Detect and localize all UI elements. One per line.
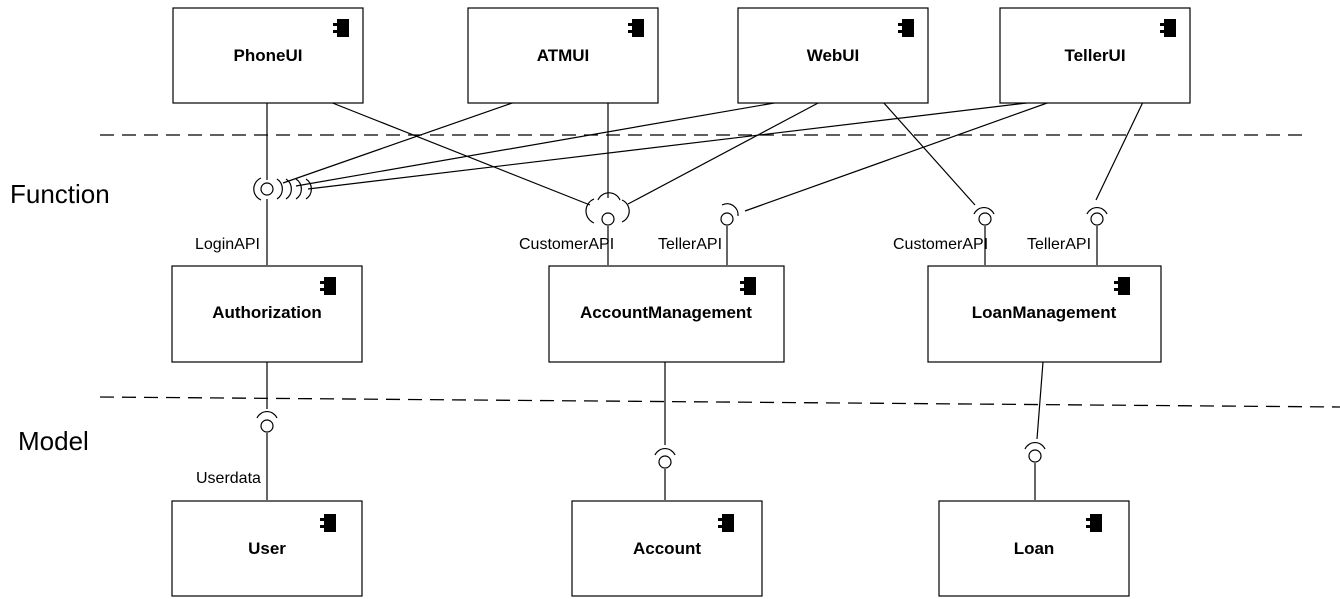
interface-label-account-customerapi: CustomerAPI [519,236,614,253]
socket-icon [585,198,595,224]
component-authorization[interactable]: Authorization [171,265,363,363]
connector-webui-loginapi [295,101,781,187]
socket-icon [973,206,995,215]
component-label: Loan [1014,539,1055,558]
lollipop-icon [658,455,672,469]
component-loanmanagement[interactable]: LoanManagement [927,265,1162,363]
socket-icon [253,177,262,201]
component-label: PhoneUI [234,46,303,65]
lollipop-icon [720,212,734,226]
connector-lines [266,101,1144,500]
model-layer-separator [99,396,1340,408]
component-account[interactable]: Account [571,500,763,597]
socket-icon [654,447,676,456]
provided-interface-balls [260,182,1104,469]
component-atmui[interactable]: ATMUI [467,7,659,104]
component-label: TellerUI [1064,46,1125,65]
connector-webui-customerapi [627,101,821,205]
connector-webui-loan-customerapi [882,101,976,206]
socket-icon [305,178,312,200]
socket-icon [1086,206,1108,215]
component-user[interactable]: User [171,500,363,597]
component-tellerui[interactable]: TellerUI [999,7,1191,104]
component-accountmanagement[interactable]: AccountManagement [548,265,785,363]
required-interface-sockets [253,177,1108,456]
interface-label-loan-customerapi: CustomerAPI [893,236,988,253]
connector-tellerui-account-tellerapi [744,101,1051,212]
interface-label-userdata: Userdata [196,470,261,487]
layer-label-function: Function [10,179,110,209]
component-label: WebUI [807,46,860,65]
layer-label-model: Model [18,426,89,456]
component-webui[interactable]: WebUI [737,7,929,104]
socket-icon [285,178,292,200]
component-label: Authorization [212,303,322,322]
socket-icon [597,192,621,201]
component-phoneui[interactable]: PhoneUI [172,7,364,104]
socket-icon [621,199,630,223]
interface-label-loginapi: LoginAPI [195,236,260,253]
lollipop-icon [1090,212,1104,226]
interface-label-account-tellerapi: TellerAPI [658,236,722,253]
socket-icon [721,203,739,217]
component-label: AccountManagement [580,303,752,322]
component-loan[interactable]: Loan [938,500,1130,597]
socket-icon [256,410,278,419]
socket-icon [276,178,283,200]
socket-icon [295,178,302,200]
lollipop-icon [1028,449,1042,463]
component-label: ATMUI [537,46,590,65]
lollipop-icon [260,182,274,196]
interface-label-loan-tellerapi: TellerAPI [1027,236,1091,253]
lollipop-icon [601,212,615,226]
connector-tellerui-loan-tellerapi [1095,101,1144,201]
lollipop-icon [260,419,274,433]
connector-loanmanagement-loan [1036,361,1044,440]
connector-phoneui-customerapi [329,101,591,206]
component-label: LoanManagement [972,303,1117,322]
connector-tellerui-loginapi [307,101,1036,190]
lollipop-icon [978,212,992,226]
component-label: User [248,539,286,558]
socket-icon [1024,441,1046,450]
component-label: Account [633,539,701,558]
connector-atmui-loginapi [282,101,516,184]
